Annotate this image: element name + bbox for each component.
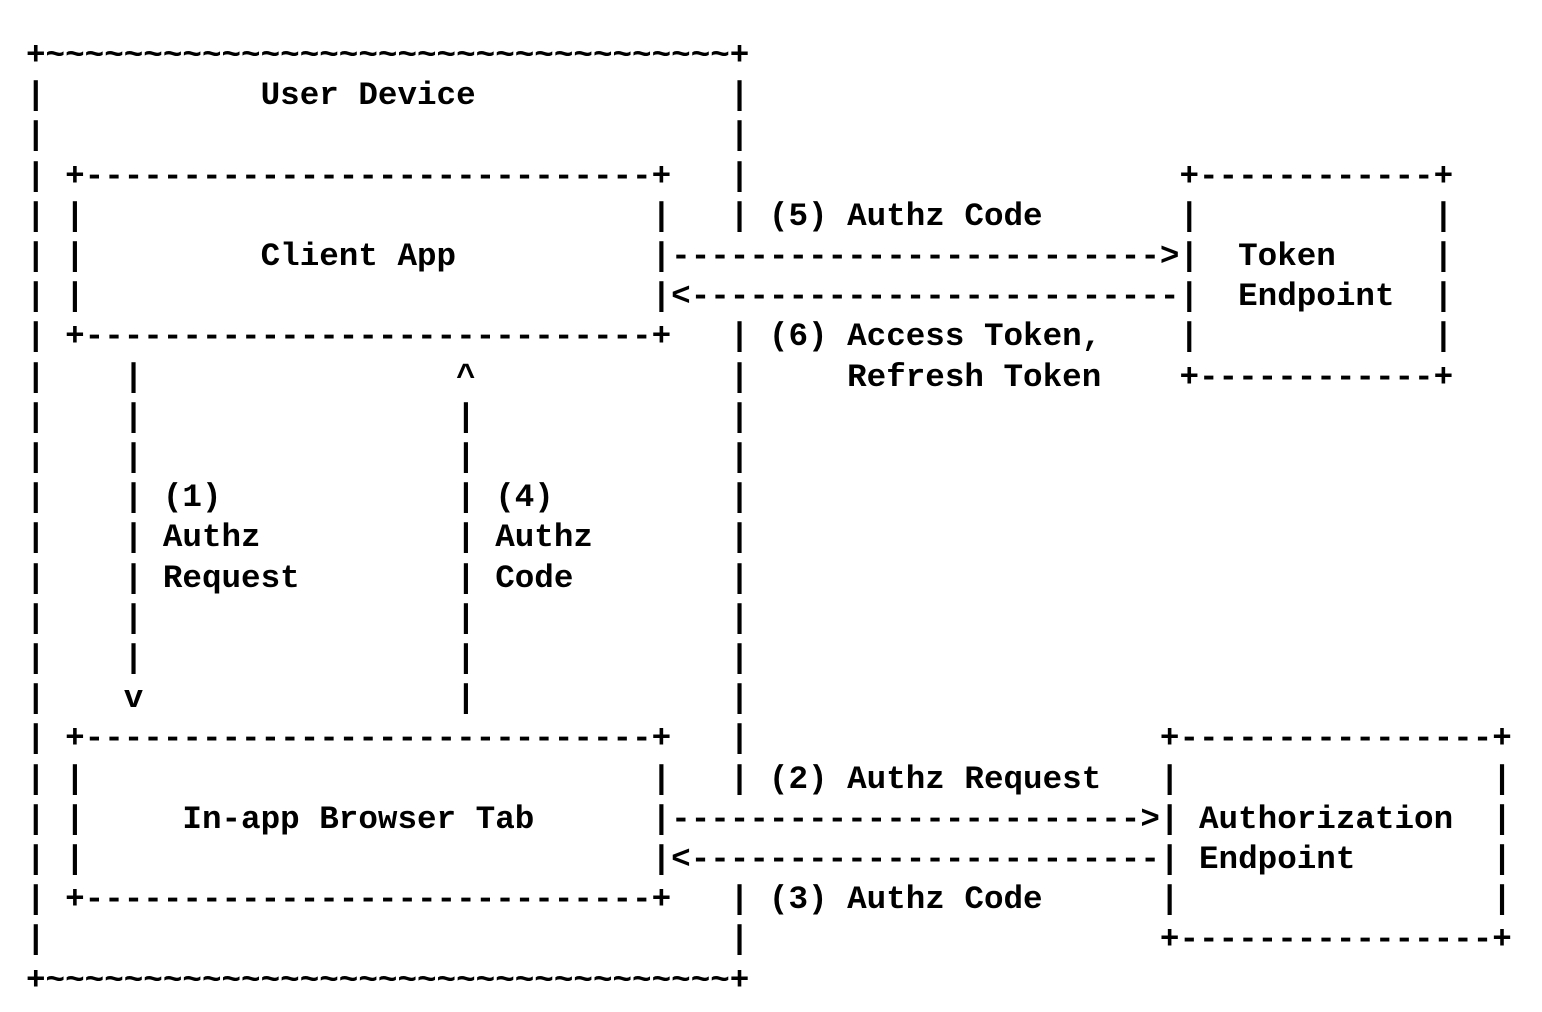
oauth-native-app-flow-ascii-diagram: +~~~~~~~~~~~~~~~~~~~~~~~~~~~~~~~~~~~+ | … xyxy=(26,37,1512,999)
diagram-canvas: +~~~~~~~~~~~~~~~~~~~~~~~~~~~~~~~~~~~+ | … xyxy=(26,37,1512,999)
